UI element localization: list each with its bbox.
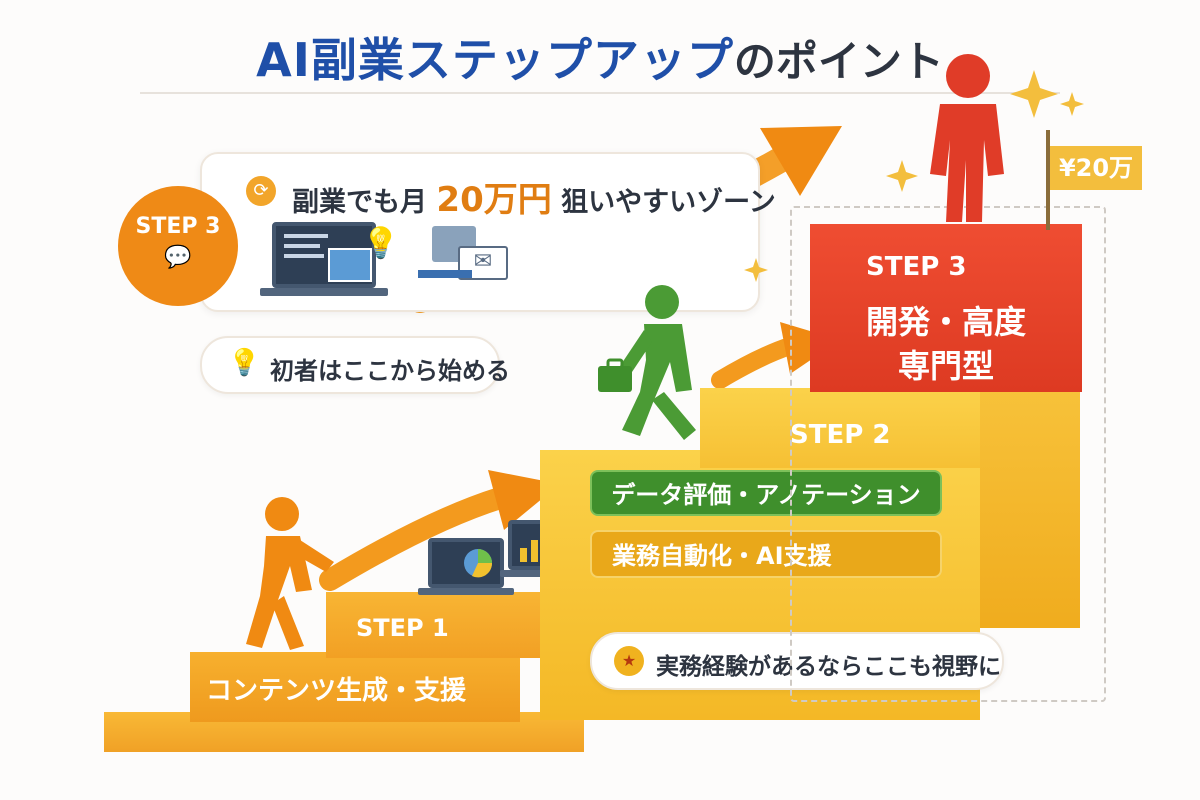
income-amount: 20万円: [436, 180, 552, 220]
step2-arrow: [711, 337, 799, 389]
chat-icon: 💬: [164, 245, 192, 270]
flag-pole: [1046, 130, 1050, 230]
laptop-illustration: [272, 222, 376, 288]
laptop-base: [418, 588, 514, 595]
refresh-icon: ⟳: [246, 176, 276, 206]
step1-mid: [190, 652, 520, 722]
step1-top: [326, 592, 566, 658]
beginner-note: [200, 336, 500, 394]
orange-person-icon: [246, 497, 334, 650]
step3-label: STEP 3: [866, 252, 967, 282]
experience-note: [590, 632, 1004, 690]
laptop-base: [500, 570, 576, 577]
step3-block: [810, 224, 1082, 392]
title-divider: [140, 92, 1060, 94]
laptop-base: [260, 288, 388, 296]
income-callout-text: 副業でも月 20万円 狙いやすいゾーン: [292, 180, 776, 220]
briefcase-icon: [598, 358, 632, 392]
sparkle-icon: [744, 70, 1084, 282]
red-person-icon: [930, 54, 1004, 222]
green-person-icon: [620, 285, 696, 440]
step2-side: [980, 388, 1080, 628]
pie-chart-laptop: [428, 538, 504, 588]
step1-arrow: [319, 487, 511, 591]
beginner-note-text: 初者はここから始める: [270, 357, 510, 385]
medal-icon: ★: [614, 646, 644, 676]
step2-item-annotation: データ評価・アノテーション: [590, 470, 942, 516]
step3-circle-badge: STEP 3 💬: [118, 186, 238, 306]
growth-arrow-top-head: [760, 126, 842, 196]
lightbulb-icon: 💡: [228, 348, 261, 378]
pen-icon: [418, 270, 472, 278]
experience-note-text: 実務経験があるならここも視野に: [656, 654, 1001, 680]
lightbulb-icon: 💡: [362, 226, 400, 261]
step2-item-automation: 業務自動化・AI支援: [590, 530, 942, 578]
goal-flag: ¥20万: [1050, 146, 1142, 190]
step2-label: STEP 2: [790, 420, 891, 450]
step1-label: STEP 1: [356, 614, 449, 642]
step3-description: 開発・高度 専門型: [865, 303, 1026, 385]
title-highlight: AI副業ステップアップ: [256, 33, 734, 87]
page-title: AI副業ステップアップのポイント: [0, 24, 1200, 90]
pie-chart-icon: [464, 549, 493, 578]
title-rest: のポイント: [733, 37, 944, 86]
step1-description: コンテンツ生成・支援: [206, 676, 467, 706]
